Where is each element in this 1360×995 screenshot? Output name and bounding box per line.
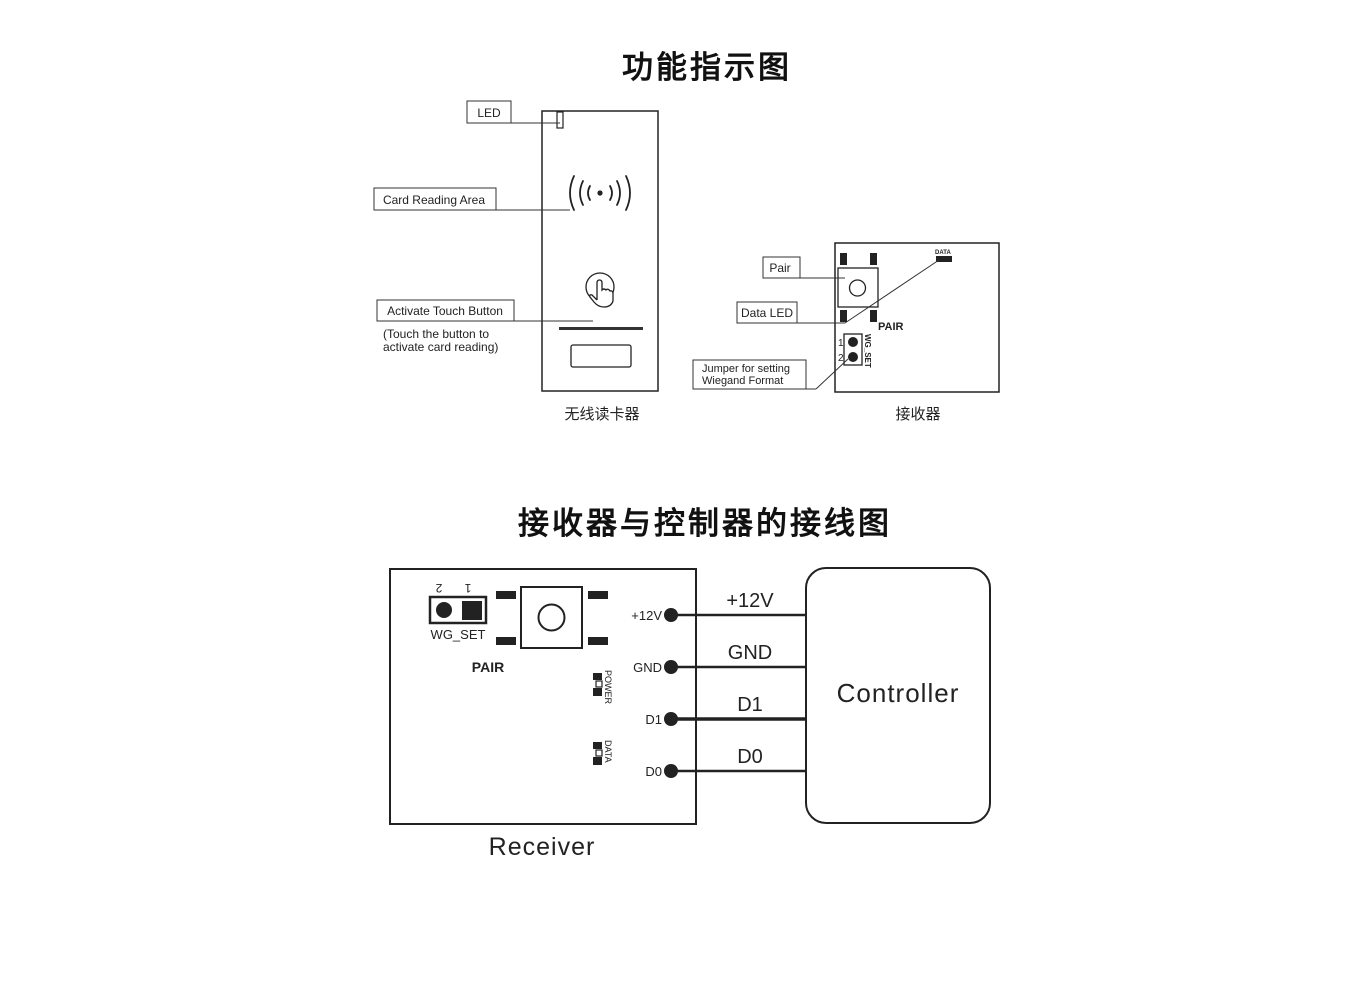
pad — [496, 637, 516, 645]
leader-line — [844, 259, 940, 324]
pad — [870, 310, 877, 322]
wiring-label-power: POWER — [603, 670, 613, 705]
receiver-board — [834, 242, 1000, 393]
wire-label: +12V — [726, 590, 774, 612]
terminal-label: D0 — [645, 764, 662, 779]
callout-led: LED — [477, 106, 501, 120]
terminal-label: D1 — [645, 712, 662, 727]
data-led — [593, 742, 603, 765]
callout-jumper-line1: Jumper for setting — [702, 363, 790, 375]
pad — [496, 591, 516, 599]
wire-label: GND — [728, 642, 772, 664]
jumper-pin — [848, 352, 858, 362]
callout-jumper-line2: Wiegand Format — [702, 375, 783, 387]
terminal-label: +12V — [631, 608, 662, 623]
callout-card-area-box — [373, 187, 497, 211]
jumper-pin-square — [462, 601, 482, 620]
power-led — [593, 673, 603, 696]
data-led — [936, 256, 952, 262]
rfid-waves-icon — [569, 175, 631, 211]
wire-label: D0 — [737, 746, 763, 768]
jumper-pin2-label: 2 — [838, 353, 844, 364]
pad — [840, 253, 847, 265]
controller: Controller — [805, 567, 991, 824]
jumper-pin — [436, 602, 452, 618]
wiring-label-data: DATA — [603, 740, 613, 763]
section2-title: 接收器与控制器的接线图 — [518, 506, 892, 542]
terminal-label: GND — [633, 660, 662, 675]
touch-note-line1: (Touch the button to — [383, 327, 489, 341]
wiring-pin1-label: 1 — [464, 581, 471, 595]
wiring-label-pair: PAIR — [472, 659, 504, 675]
section1-title: 功能指示图 — [622, 50, 792, 86]
receiver-top: PAIR DATA 1 2 WG_SET Pair Data LED Jumpe… — [692, 242, 1000, 423]
callout-touch-button: Activate Touch Button — [387, 304, 503, 318]
callout-touch-button-box — [376, 299, 515, 322]
pad — [870, 253, 877, 265]
callout-pair-box — [762, 256, 801, 279]
wiring-label-wg-set: WG_SET — [431, 627, 486, 642]
board-label-wg-set: WG_SET — [863, 334, 872, 368]
controller-box — [805, 567, 991, 824]
controller-label: Controller — [837, 678, 960, 708]
callout-data-led: Data LED — [741, 306, 793, 320]
reader-caption: 无线读卡器 — [564, 405, 639, 423]
leader-line — [815, 358, 849, 390]
touch-hand-icon — [585, 272, 615, 308]
board-label-data: DATA — [935, 250, 951, 256]
reader-body — [541, 110, 659, 392]
card-reader: LED Card Reading Area Activate Touch But… — [373, 100, 659, 423]
wire-label: D1 — [737, 694, 763, 716]
callout-pair: Pair — [769, 261, 790, 275]
reader-led — [556, 111, 564, 129]
reader-window — [570, 344, 632, 368]
touch-note-line2: activate card reading) — [383, 340, 498, 354]
board-label-pair: PAIR — [878, 321, 904, 333]
wiring-pin2-label: 2 — [435, 581, 442, 595]
receiver-caption: 接收器 — [895, 405, 940, 423]
pair-button-circle — [848, 279, 867, 297]
pair-button-circle — [537, 603, 566, 632]
pad — [588, 591, 608, 599]
pad — [588, 637, 608, 645]
reader-slot-bar — [559, 327, 643, 330]
callout-jumper-box — [692, 359, 807, 390]
pad — [840, 310, 847, 322]
wiring-receiver-caption: Receiver — [489, 833, 596, 861]
callout-card-area: Card Reading Area — [383, 193, 485, 207]
jumper-pin1-label: 1 — [838, 338, 844, 349]
jumper-pin — [848, 337, 858, 347]
